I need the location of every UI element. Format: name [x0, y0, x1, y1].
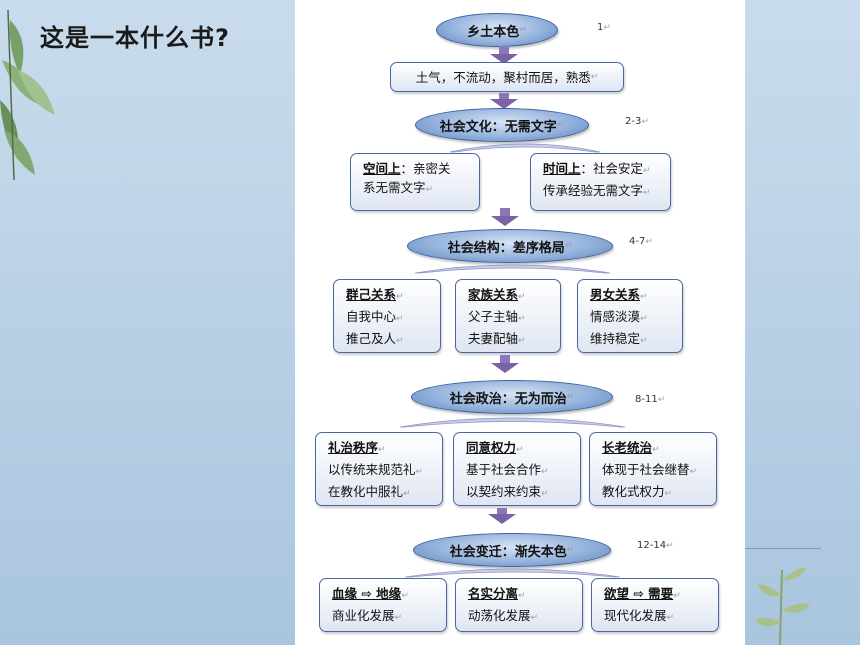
page-ref-12-14: 12-14↵ [637, 540, 674, 551]
box-elder-rule: 长老统治↵ 体现于社会继替↵ 教化式权力↵ [589, 432, 717, 506]
node-social-structure: 社会结构：差序格局↵ [407, 229, 613, 263]
branch-brace [404, 568, 621, 578]
flow-arrow [499, 46, 509, 56]
box-family-relation: 家族关系↵ 父子主轴↵ 夫妻配轴↵ [455, 279, 561, 353]
flow-arrow-head [490, 54, 518, 64]
box-consent-power: 同意权力↵ 基于社会合作↵ 以契约来约束↵ [453, 432, 581, 506]
box-space-dimension: 空间上：亲密关 系无需文字↵ [350, 153, 480, 211]
bamboo-plant-right-decoration [755, 567, 810, 645]
flow-arrow-head [490, 99, 518, 109]
flow-arrow-head [491, 216, 519, 226]
box-self-group-relation: 群己关系↵ 自我中心↵ 推己及人↵ [333, 279, 441, 353]
node-social-change: 社会变迁：渐失本色↵ [413, 533, 611, 567]
bamboo-leaves-left-decoration [0, 9, 55, 181]
flow-arrow [500, 208, 510, 218]
flow-arrow [499, 93, 509, 101]
flow-arrow [497, 508, 507, 516]
diagram-panel: 乡土本色↵ 1↵ 土气，不流动，聚村而居，熟悉↵ 社会文化：无需文字↵ 2-3↵… [295, 0, 745, 645]
branch-brace [414, 264, 611, 274]
box-gender-relation: 男女关系↵ 情感淡漠↵ 维持稳定↵ [577, 279, 683, 353]
page-ref-1: 1↵ [597, 22, 611, 33]
box-time-dimension: 时间上：社会安定↵ 传承经验无需文字↵ [530, 153, 671, 211]
node-rural-features: 土气，不流动，聚村而居，熟悉↵ [390, 62, 624, 92]
slide-title: 这是一本什么书? [40, 24, 230, 52]
branch-brace [399, 417, 626, 428]
node-social-politics: 社会政治：无为而治↵ [411, 380, 613, 414]
page-ref-8-11: 8-11↵ [635, 394, 666, 405]
flow-arrow-head [491, 363, 519, 373]
decorative-divider-line [745, 548, 821, 549]
box-name-reality-separation: 名实分离↵ 动荡化发展↵ [455, 578, 583, 632]
page-ref-4-7: 4-7↵ [629, 236, 653, 247]
branch-brace [449, 143, 601, 153]
box-blood-to-region: 血缘 ⇨ 地缘↵ 商业化发展↵ [319, 578, 447, 632]
flow-arrow-head [488, 514, 516, 524]
box-desire-to-need: 欲望 ⇨ 需要↵ 现代化发展↵ [591, 578, 719, 632]
page-ref-2-3: 2-3↵ [625, 116, 649, 127]
flow-arrow [500, 355, 510, 365]
node-social-culture: 社会文化：无需文字↵ [415, 108, 589, 142]
box-rule-of-rites: 礼治秩序↵ 以传统来规范礼↵ 在教化中服礼↵ [315, 432, 443, 506]
node-rural-nature: 乡土本色↵ [436, 13, 558, 47]
